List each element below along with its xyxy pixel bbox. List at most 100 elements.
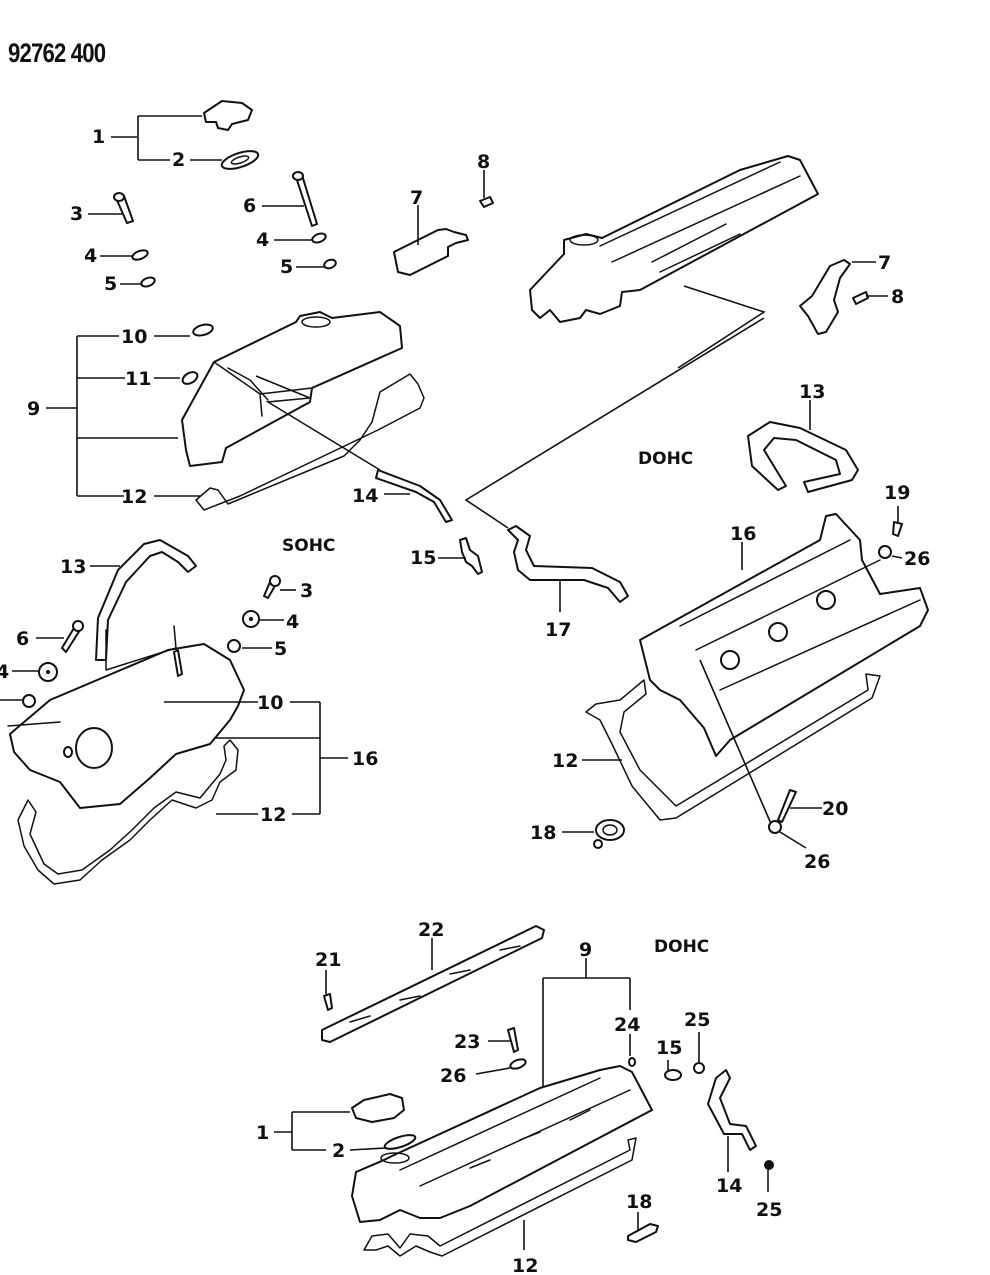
hose-17-part — [507, 525, 629, 603]
callout-17: 17 — [545, 619, 571, 641]
leader-1 — [111, 115, 222, 161]
callout-4d: 4 — [0, 661, 9, 683]
callout-19: 19 — [884, 482, 910, 504]
callout-25b: 25 — [756, 1199, 782, 1221]
callout-15: 15 — [410, 547, 436, 569]
bracket-7b-part — [799, 259, 851, 335]
callout-5: 5 — [104, 273, 117, 295]
callout-11: 11 — [125, 368, 151, 390]
callout-7: 7 — [410, 187, 423, 209]
gasket-12c-part — [585, 673, 881, 821]
callout-10b: 10 — [257, 692, 283, 714]
bolt-20-part — [777, 789, 797, 823]
callout-2: 2 — [172, 149, 185, 171]
callout-20: 20 — [822, 798, 848, 820]
nut-5-part — [140, 276, 156, 288]
grommet-25-part — [693, 1062, 705, 1074]
callout-2b: 2 — [332, 1140, 345, 1162]
callout-25: 25 — [684, 1009, 710, 1031]
callout-12d: 12 — [512, 1255, 538, 1275]
callout-15b: 15 — [656, 1037, 682, 1059]
dohc-cam-cover-9-part — [351, 1065, 653, 1223]
bolt-19-part — [892, 521, 903, 537]
callout-13-sohc: 13 — [60, 556, 86, 578]
callout-8: 8 — [477, 151, 490, 173]
callout-6b: 6 — [16, 628, 29, 650]
callout-26b: 26 — [804, 851, 830, 873]
callout-5b: 5 — [280, 256, 293, 278]
callout-14b: 14 — [716, 1175, 742, 1197]
cap-gasket-b-part — [383, 1134, 417, 1150]
callout-12-dohc: 12 — [552, 750, 578, 772]
bolt-6-part — [292, 171, 318, 227]
cap-gasket-part — [220, 150, 260, 170]
callout-8b: 8 — [891, 286, 904, 308]
nut-5d-part — [22, 694, 36, 708]
grommet-25b-part — [764, 1160, 774, 1170]
callout-9: 9 — [27, 398, 40, 420]
callout-4b: 4 — [256, 229, 269, 251]
leader-16-sohc — [164, 701, 348, 815]
callout-4c: 4 — [286, 611, 299, 633]
callout-1b: 1 — [256, 1122, 269, 1144]
leader-1-lower — [274, 1111, 387, 1151]
callout-12-sohc: 12 — [260, 804, 286, 826]
hose-13-sohc-part — [95, 539, 197, 661]
spark-plug-cover-22-part — [321, 925, 545, 1043]
dohc-cam-cover-part — [529, 155, 819, 323]
callout-21: 21 — [315, 949, 341, 971]
callout-3b: 3 — [300, 580, 313, 602]
callout-24: 24 — [614, 1014, 640, 1036]
pcv-valve-15b-part — [664, 1069, 682, 1081]
callout-14: 14 — [352, 485, 378, 507]
callout-13-dohc: 13 — [799, 381, 825, 403]
rocker-cover-9-part — [181, 311, 403, 467]
seal-24-part — [628, 1057, 636, 1067]
pcv-valve-15-part — [459, 537, 483, 575]
callout-18b: 18 — [626, 1191, 652, 1213]
callout-1: 1 — [92, 126, 105, 148]
leader-9 — [46, 335, 200, 497]
section-label-dohc-lower: DOHC — [654, 937, 709, 957]
bolt-23-part — [507, 1027, 519, 1053]
callout-9b: 9 — [579, 939, 592, 961]
document-id: 92762 400 — [8, 38, 106, 68]
leader-9-lower — [542, 958, 631, 1088]
callout-18: 18 — [530, 822, 556, 844]
washer-26c-part — [509, 1058, 527, 1070]
bolt-8-part — [479, 196, 494, 208]
callout-7b: 7 — [878, 252, 891, 274]
callout-12: 12 — [121, 486, 147, 508]
hose-14-part — [375, 469, 453, 523]
gasket-18b-part — [627, 1223, 659, 1243]
callout-26: 26 — [904, 548, 930, 570]
washer-4b-part — [311, 232, 327, 244]
nut-5c-part — [227, 639, 241, 653]
callout-5c: 5 — [274, 638, 287, 660]
oil-filler-cap-b-part — [351, 1093, 405, 1123]
washer-26b-part — [768, 820, 782, 834]
grommet-10-part — [192, 323, 214, 337]
callout-6: 6 — [243, 195, 256, 217]
bolt-3-part — [113, 192, 134, 224]
dohc-cam-cover-16-part — [639, 513, 929, 757]
grommet-11-part — [181, 371, 199, 385]
gasket-18-part — [593, 819, 625, 849]
washer-26-part — [878, 545, 892, 559]
nut-5b-part — [323, 258, 337, 270]
hose-13-dohc-part — [747, 421, 859, 493]
bolt-8b-part — [852, 291, 869, 305]
sohc-gasket-12-part — [17, 739, 239, 885]
sohc-rocker-cover-16-part — [7, 625, 245, 809]
gasket-12d-part — [363, 1137, 637, 1257]
callout-26c: 26 — [440, 1065, 466, 1087]
bolt-21-part — [323, 993, 333, 1011]
section-label-sohc: SOHC — [282, 536, 335, 556]
bracket-7-part — [393, 228, 469, 276]
callout-16-dohc: 16 — [730, 523, 756, 545]
callout-3: 3 — [70, 203, 83, 225]
callout-4: 4 — [84, 245, 97, 267]
washer-4-part — [131, 249, 149, 261]
callout-16-sohc: 16 — [352, 748, 378, 770]
